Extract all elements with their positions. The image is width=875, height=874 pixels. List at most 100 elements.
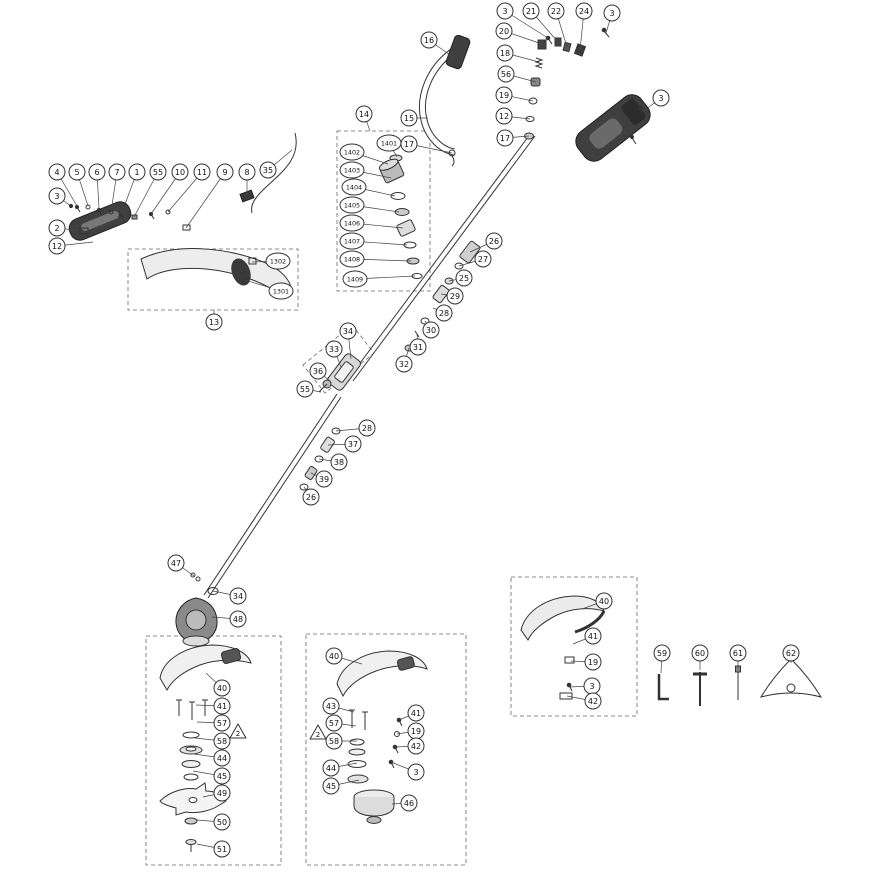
callout-33: 33 bbox=[325, 340, 343, 368]
svg-text:42: 42 bbox=[588, 697, 598, 706]
callout-3: 3 bbox=[641, 89, 670, 113]
svg-text:21: 21 bbox=[526, 7, 536, 16]
callout-40: 40 bbox=[205, 672, 231, 697]
svg-text:40: 40 bbox=[599, 597, 609, 606]
callout-21: 21 bbox=[522, 2, 559, 43]
callout-61: 61 bbox=[729, 644, 747, 669]
allen-key bbox=[657, 674, 669, 701]
svg-text:2: 2 bbox=[316, 731, 320, 739]
svg-text:34: 34 bbox=[233, 592, 243, 601]
svg-text:50: 50 bbox=[217, 818, 227, 827]
callout-62: 62 bbox=[782, 644, 800, 663]
svg-text:28: 28 bbox=[439, 309, 449, 318]
shaft-coupler bbox=[318, 353, 361, 393]
callout-3: 3 bbox=[496, 2, 549, 39]
svg-text:13: 13 bbox=[209, 318, 219, 327]
callout-1402: 1402 bbox=[339, 143, 389, 165]
callout-9: 9 bbox=[185, 163, 234, 229]
svg-text:36: 36 bbox=[313, 367, 323, 376]
callout-44: 44 bbox=[193, 749, 231, 767]
callout-1408: 1408 bbox=[339, 250, 412, 268]
svg-text:1: 1 bbox=[134, 168, 139, 177]
svg-text:4: 4 bbox=[54, 168, 59, 177]
callout-57: 57 bbox=[325, 714, 357, 732]
svg-text:60: 60 bbox=[695, 649, 705, 658]
lower-shaft-parts bbox=[299, 427, 341, 491]
svg-text:22: 22 bbox=[551, 7, 561, 16]
callout-20: 20 bbox=[495, 22, 543, 45]
svg-text:45: 45 bbox=[217, 772, 227, 781]
svg-text:29: 29 bbox=[450, 292, 460, 301]
callout-3: 3 bbox=[603, 4, 621, 34]
callout-60: 60 bbox=[691, 644, 709, 670]
callout-36: 36 bbox=[309, 362, 331, 382]
box-guard-assembly bbox=[510, 576, 638, 717]
rod-tool bbox=[735, 665, 741, 700]
warning-triangle-2: 2 bbox=[229, 723, 247, 739]
callout-1403: 1403 bbox=[339, 161, 392, 179]
svg-text:3: 3 bbox=[413, 768, 418, 777]
callout-38: 38 bbox=[318, 453, 348, 471]
svg-text:19: 19 bbox=[411, 727, 421, 736]
callout-58: 58 bbox=[194, 732, 231, 750]
svg-text:26: 26 bbox=[306, 493, 316, 502]
callout-43: 43 bbox=[322, 697, 355, 715]
svg-text:15: 15 bbox=[404, 114, 414, 123]
svg-text:44: 44 bbox=[217, 754, 227, 763]
svg-text:30: 30 bbox=[426, 326, 436, 335]
svg-text:61: 61 bbox=[733, 649, 743, 658]
svg-text:14: 14 bbox=[359, 110, 369, 119]
t-wrench bbox=[693, 672, 707, 706]
svg-text:27: 27 bbox=[478, 255, 488, 264]
callout-25: 25 bbox=[448, 269, 473, 287]
callout-12: 12 bbox=[495, 107, 531, 125]
callout-34: 34 bbox=[212, 587, 247, 605]
callout-27: 27 bbox=[458, 250, 492, 268]
callout-1407: 1407 bbox=[339, 232, 408, 250]
svg-text:18: 18 bbox=[500, 49, 510, 58]
svg-text:12: 12 bbox=[499, 112, 509, 121]
callout-5: 5 bbox=[68, 163, 89, 207]
svg-text:47: 47 bbox=[171, 559, 181, 568]
svg-text:38: 38 bbox=[334, 458, 344, 467]
callout-22: 22 bbox=[547, 2, 568, 48]
svg-text:31: 31 bbox=[413, 343, 423, 352]
callout-44: 44 bbox=[322, 759, 358, 777]
callout-3: 3 bbox=[48, 187, 72, 207]
svg-text:32: 32 bbox=[399, 360, 409, 369]
callout-17: 17 bbox=[496, 129, 530, 147]
callout-18: 18 bbox=[496, 44, 540, 63]
svg-text:3: 3 bbox=[658, 94, 663, 103]
callout-28: 28 bbox=[432, 304, 453, 322]
callout-41: 41 bbox=[398, 704, 425, 722]
svg-text:34: 34 bbox=[343, 327, 353, 336]
svg-text:25: 25 bbox=[459, 274, 469, 283]
svg-text:56: 56 bbox=[501, 70, 511, 79]
svg-text:57: 57 bbox=[329, 719, 339, 728]
svg-text:28: 28 bbox=[362, 424, 372, 433]
svg-text:49: 49 bbox=[217, 789, 227, 798]
rear-handle-housing bbox=[575, 94, 651, 162]
callout-19: 19 bbox=[570, 653, 602, 671]
lower-shaft-tube bbox=[203, 393, 342, 599]
callout-1406: 1406 bbox=[339, 214, 404, 232]
svg-text:33: 33 bbox=[329, 345, 339, 354]
callout-26: 26 bbox=[302, 486, 320, 506]
svg-text:1402: 1402 bbox=[344, 149, 360, 157]
svg-text:26: 26 bbox=[489, 237, 499, 246]
callout-41: 41 bbox=[572, 627, 602, 645]
svg-text:3: 3 bbox=[589, 682, 594, 691]
callout-45: 45 bbox=[322, 777, 360, 795]
svg-text:1401: 1401 bbox=[381, 140, 397, 148]
svg-text:9: 9 bbox=[222, 168, 227, 177]
svg-text:35: 35 bbox=[263, 166, 273, 175]
shoulder-strap bbox=[418, 34, 471, 167]
callout-45: 45 bbox=[192, 767, 231, 785]
callout-35: 35 bbox=[259, 149, 293, 179]
svg-text:19: 19 bbox=[499, 91, 509, 100]
callout-7: 7 bbox=[108, 163, 126, 213]
svg-text:40: 40 bbox=[217, 684, 227, 693]
svg-text:48: 48 bbox=[233, 615, 243, 624]
svg-text:1301: 1301 bbox=[273, 288, 289, 296]
